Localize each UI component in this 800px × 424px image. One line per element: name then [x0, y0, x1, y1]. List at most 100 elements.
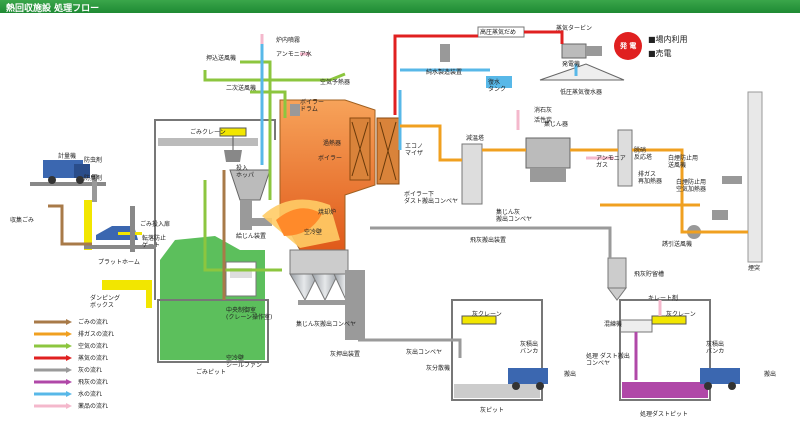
label-denitration: 脱硝: [634, 146, 646, 154]
label-control-room: (クレーン操作室): [226, 313, 272, 321]
label-fly-ash-conveyor: 飛灰搬出装置: [470, 236, 506, 244]
label-power-sell: ■売電: [648, 48, 672, 58]
label-bag-filter: 集じん器: [544, 120, 568, 128]
legend-arrow: [66, 391, 72, 397]
label-dumping-box: ダンピング: [90, 294, 120, 302]
label-boiler-drum: ドラム: [300, 106, 318, 113]
label-boiler: ボイラー: [318, 154, 342, 162]
legend-arrow: [66, 367, 72, 373]
condenser-icon: [539, 63, 625, 81]
label-ash-bunker2: バンカ: [706, 348, 724, 355]
label-garbage-pit: ごみピット: [196, 368, 226, 376]
label-boiler-conveyor: ボイラー下: [404, 190, 434, 198]
label-chelate: キレート剤: [648, 294, 678, 302]
label-carry-out2: 搬出: [764, 370, 776, 378]
label-white-smoke-heater: 空気加熱器: [676, 185, 706, 193]
label-dust-conveyor-l: 集じん灰搬出コンベヤ: [296, 320, 356, 328]
label-platform: プラットホーム: [98, 259, 140, 266]
title-bar: 熱回収施設 処理フロー: [0, 0, 800, 14]
label-ash-bunker: 灰積出: [520, 340, 538, 348]
treated-dust-pit: [619, 299, 711, 401]
dump-truck-icon: [96, 226, 138, 240]
label-ammonia-gas: アンモニア: [596, 155, 626, 162]
label-fall-prevention: ゲート: [142, 241, 160, 249]
legend-arrow: [66, 343, 72, 349]
label-ash-bunker2: 灰積出: [706, 340, 724, 348]
label-white-smoke-heater: 白煙防止用: [676, 178, 706, 186]
label-chimney: 煙突: [748, 264, 760, 272]
label-layer: 計量機収集ごみ防虫剤防臭剤プラットホームごみ投入扉転落防止ゲートダンピングボック…: [10, 24, 776, 418]
label-condensate-tank: 復水: [488, 78, 500, 86]
label-secondary-fan: 二次送風機: [226, 84, 256, 92]
label-truck-scale: 計量機: [58, 152, 76, 160]
label-denitration: 反応塔: [634, 153, 652, 161]
dust-truck-icon: [700, 368, 740, 384]
label-condensate-tank: タンク: [488, 85, 506, 93]
denitration-tower: [617, 129, 633, 187]
label-exhaust-reheater: 再加熱器: [638, 177, 662, 185]
legend-label: 空気の流れ: [78, 342, 108, 350]
label-cooling-chamber: 空冷壁: [304, 228, 322, 236]
label-lp-condenser: 低圧蒸気復水器: [560, 88, 602, 96]
label-ammonia-gas: ガス: [596, 161, 608, 169]
ash-pit: [451, 299, 543, 401]
label-ash-out: 灰押出装置: [330, 350, 360, 358]
label-ash-sorter: 灰分散機: [426, 364, 450, 372]
label-fly-ash-silo: 飛灰貯留槽: [634, 270, 664, 278]
label-deodor-spray: 防虫剤: [84, 156, 102, 164]
condensate-tank: [486, 76, 512, 88]
label-bag-conveyor: 搬出コンベヤ: [496, 215, 532, 223]
label-superheater: 過熱器: [323, 139, 341, 147]
ash-handling: [451, 257, 740, 401]
label-garbage-inlet: ごみ投入扉: [140, 220, 170, 228]
turbine-icon: [561, 43, 587, 59]
label-mixer: 混練機: [604, 320, 622, 328]
power-icon: [614, 32, 642, 60]
label-air-fan: 空冷壁: [226, 354, 244, 362]
label-hopper: 投入: [236, 164, 248, 172]
legend-label: 水の流れ: [78, 390, 102, 398]
ash-truck-icon: [508, 368, 548, 384]
garbage-pit: [157, 299, 269, 363]
legend-arrow: [66, 355, 72, 361]
label-boiler-conveyor: ダスト搬出コンベヤ: [404, 197, 458, 205]
page-title: 熱回収施設 処理フロー: [6, 4, 100, 14]
label-power-use: ■場内利用: [648, 34, 688, 44]
legend-arrow: [66, 379, 72, 385]
label-crane: ごみクレーン: [190, 128, 226, 136]
label-ash-crane: 灰クレーン: [472, 310, 502, 318]
label-treated-conveyor: 処理 ダスト搬出: [586, 352, 630, 360]
legend-arrow: [66, 403, 72, 409]
label-treated-pit: 処理ダストピット: [640, 410, 688, 418]
label-control-room: 中央制御室: [226, 306, 256, 314]
truck-scale-base: [30, 182, 106, 186]
label-activated-carbon: 活性炭: [534, 116, 552, 124]
label-furnace-chem: 炉内噴霧: [276, 36, 300, 44]
quench-tower: [461, 143, 483, 205]
label-bag-conveyor: 集じん灰: [496, 208, 520, 216]
boiler-furnace: [262, 99, 400, 340]
power-generation: [440, 26, 642, 88]
label-quench: 減温塔: [466, 134, 484, 142]
label-boiler-drum: ボイラー: [300, 98, 324, 106]
gas-treatment: [461, 91, 763, 263]
hopper: [229, 169, 272, 230]
label-ash-conveyor: 灰出コンベヤ: [406, 348, 442, 356]
chimney: [747, 91, 763, 263]
label-pure-water: 純水製造装置: [426, 68, 462, 76]
fly-ash-silo: [607, 257, 627, 289]
label-air-fan: シールファン: [226, 362, 262, 369]
bag-filter: [525, 137, 571, 169]
label-exhaust-reheater: 排ガス: [638, 170, 656, 178]
legend-label: 薬品の流れ: [78, 402, 108, 410]
legend-label: 灰の流れ: [78, 366, 102, 374]
legend-arrow: [66, 331, 72, 337]
label-generator: 発電機: [562, 60, 580, 68]
label-hopper: ホッパ: [236, 172, 254, 179]
label-lime: 消石灰: [534, 106, 552, 114]
label-economizer: エコノ: [405, 143, 423, 150]
label-push-fan: 押込送風機: [206, 54, 236, 62]
label-fall-prevention: 転落防止: [142, 234, 166, 242]
